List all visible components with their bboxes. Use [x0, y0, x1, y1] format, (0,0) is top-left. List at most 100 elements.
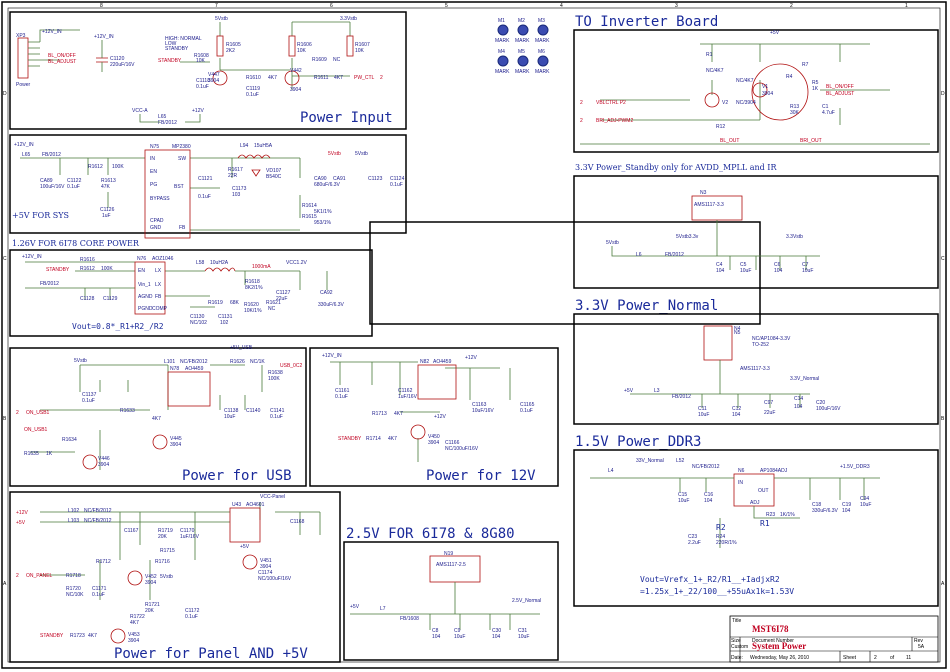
title-25v: 2.5V FOR 6I78 & 8G80	[346, 526, 515, 542]
xp3-power-label: Power	[16, 82, 31, 88]
c6-value: 104	[774, 268, 783, 274]
panel-wires	[40, 502, 321, 600]
c1130-value: NC/102	[190, 320, 207, 326]
c30-value: 104	[492, 634, 501, 640]
panel-5v: +5V	[16, 520, 26, 526]
n19-ic	[429, 555, 481, 583]
r1614-label: R1614	[302, 203, 317, 209]
r1722-value: 4K7	[130, 620, 139, 626]
inv-opt-circle	[751, 63, 809, 121]
c4-label: C4	[716, 262, 723, 268]
r1611-value: 4K7	[334, 75, 343, 81]
ruler-top: 8 7 6 5 4 3 2 1	[100, 3, 908, 9]
r1621-value: NC	[268, 306, 276, 312]
r1615-label: R1615	[302, 214, 317, 220]
core-standby: STANDBY	[46, 267, 70, 273]
r1714-value: 4K7	[388, 436, 397, 442]
ruler-side-c-right: C	[941, 256, 945, 262]
r1620-label: R1620	[244, 302, 259, 308]
p25v-block: 2.5V FOR 6I78 & 8G80 N19 AMS1117-2.5 +5V…	[343, 526, 559, 661]
c1131-value: 102	[220, 320, 229, 326]
r1626-value: NC/1K	[250, 359, 265, 365]
n76-pin-agnd: AGND	[138, 294, 153, 300]
n76-pin-en: EN	[138, 268, 145, 274]
tb-date: Wednesday, May 26, 2010	[750, 655, 809, 661]
c15-label: C15	[678, 492, 687, 498]
v451-value: 3904	[260, 564, 271, 570]
usb-0c2-net: USB_0C2	[280, 363, 302, 369]
on-usb1-net: ON_USB1	[26, 410, 50, 416]
p12v-out-2: +12V	[434, 414, 446, 420]
vd107-label: VD107	[266, 168, 282, 174]
title-normal33: 3.3V Power_Normal	[575, 298, 718, 314]
n6-part: AP1084ADJ	[760, 468, 788, 474]
r1626-label: R1626	[230, 359, 245, 365]
inv-5v: +5V	[770, 30, 780, 36]
r1607-body	[346, 35, 354, 57]
n75-pin-bst: BST	[174, 184, 184, 190]
core-block: 1.26V FOR 6I78 CORE POWER +12V_IN STANDB…	[9, 221, 761, 337]
title-core: 1.26V FOR 6I78 CORE POWER	[12, 239, 140, 248]
l6-value: FB/2012	[665, 252, 684, 258]
v2-transistor	[704, 92, 720, 108]
usb-5vstb: 5Vstb	[74, 358, 87, 364]
overlap-frame	[369, 221, 761, 325]
r1638-label: R1638	[268, 370, 283, 376]
ca92-value: 330uF/6.3V	[318, 302, 345, 308]
r1606-body	[288, 35, 296, 57]
core-wires	[25, 261, 328, 308]
standby33-block: 3.3V Power_Standby only for AVDD_MPLL an…	[573, 163, 939, 289]
ruler-side-c: C	[3, 256, 7, 262]
tb-date-label: Date:	[731, 655, 743, 661]
c18-label: C18	[812, 502, 821, 508]
r1607-label: R1607	[355, 42, 370, 48]
n82-part: AO4459	[433, 359, 452, 365]
n76-label: N76	[137, 256, 146, 262]
c1165-label: C1165	[520, 402, 535, 408]
r1718-label: R1718	[66, 573, 81, 579]
v447-value: 3904	[208, 78, 219, 84]
r23-label: R23	[766, 512, 775, 518]
c97-label: C97	[764, 400, 773, 406]
c1174-value: NC/100uF/16V	[258, 576, 292, 582]
c1138-value: 10uF	[224, 414, 235, 420]
ddr3-block: 1.5V Power_DDR3 N6 AP1084ADJ IN OUT ADJ …	[573, 434, 939, 607]
r1723-value: 4K7	[88, 633, 97, 639]
inverter-wires	[580, 43, 930, 145]
ca89-value: 100uF/16V	[40, 184, 65, 190]
r1620-value: 10K/1%	[244, 308, 262, 314]
r1-value: NC/4K7	[706, 68, 724, 74]
c14-label: C14	[794, 396, 803, 402]
c1129-label: C1129	[103, 296, 118, 302]
ruler-top-2: 2	[790, 3, 793, 9]
mark-ref-6: M6	[538, 49, 545, 55]
standby33-frame	[573, 175, 939, 289]
v453-label: V453	[128, 632, 140, 638]
xp3-wires	[28, 29, 80, 67]
l3-value: FB/2012	[672, 394, 691, 400]
normal33-out: 3.3V_Normal	[790, 376, 819, 382]
v445-label: V445	[170, 436, 182, 442]
n76-pin-vin: Vin_1	[138, 282, 151, 288]
n78-part: AO4459	[185, 366, 204, 372]
c30-label: C30	[492, 628, 501, 634]
sys-12v-in: +12V_IN	[14, 142, 34, 148]
c1130-label: C1130	[190, 314, 205, 320]
r1606-value: 10K	[297, 48, 307, 54]
r1605-label: R1605	[226, 42, 241, 48]
tb-sheet: 2	[874, 655, 877, 661]
c1123-label: C1123	[368, 176, 383, 182]
bri-sheet: 2	[580, 118, 583, 124]
c11-label: C11	[698, 406, 707, 412]
p12v-block: +12V_IN +12V N82 AO4459 C1161 0.1uF C116…	[309, 347, 559, 487]
r1616b-label: R1612	[80, 266, 95, 272]
inv-bl-on: BL_ON/OFF	[826, 84, 854, 90]
v2-value: NC/3904	[736, 100, 756, 106]
l52-value: NC/FB/2012	[692, 464, 720, 470]
c1166-value: NC/100uF/16V	[445, 446, 479, 452]
v446-transistor	[82, 454, 98, 470]
c16-label: C16	[704, 492, 713, 498]
n5-package	[703, 325, 733, 361]
n75-pin-cpad: CPAD	[150, 218, 164, 224]
vcc-a-rail: VCC-A	[132, 108, 148, 114]
